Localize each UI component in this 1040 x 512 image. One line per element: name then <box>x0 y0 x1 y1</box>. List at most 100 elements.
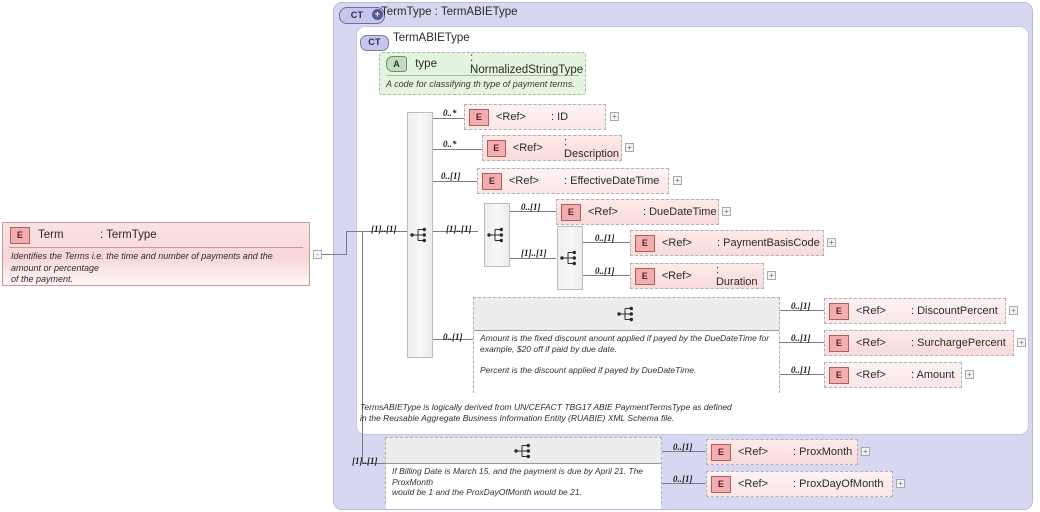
root-element-type: : TermType <box>100 229 157 241</box>
element-badge: E <box>561 203 581 221</box>
connector <box>433 231 478 232</box>
expand-icon-duedatetime[interactable]: + <box>722 207 731 216</box>
cardinality-duedatetime: 0..[1] <box>521 202 541 212</box>
cardinality-paymentbasiscode: 0..[1] <box>595 233 615 243</box>
element-description[interactable]: E <Ref> : Description <box>482 135 622 161</box>
element-badge: E <box>829 366 849 384</box>
root-element-name: Term <box>38 229 64 241</box>
element-name: : EffectiveDateTime <box>564 175 660 187</box>
connector <box>780 374 824 375</box>
element-badge: E <box>482 172 502 190</box>
expand-icon-amount[interactable]: + <box>965 370 974 379</box>
sequence-compositor-main[interactable] <box>407 112 433 358</box>
element-proxdayofmonth[interactable]: E <Ref> : ProxDayOfMonth <box>706 471 893 497</box>
element-badge: E <box>829 334 849 352</box>
element-ref: <Ref> <box>856 305 886 317</box>
element-badge: E <box>711 443 731 461</box>
expand-icon-proxdayofmonth[interactable]: + <box>896 479 905 488</box>
connector <box>662 483 706 484</box>
attribute-badge: A <box>386 56 408 72</box>
expand-icon-effectivedatetime[interactable]: + <box>673 176 682 185</box>
element-name: : DiscountPercent <box>911 305 998 317</box>
expand-icon-duration[interactable]: + <box>767 271 776 280</box>
element-surchargepercent[interactable]: E <Ref> : SurchargePercent <box>824 330 1014 356</box>
attribute-type[interactable]: A type : NormalizedStringType A code for… <box>379 52 586 95</box>
connector <box>362 231 407 232</box>
connector <box>583 275 630 276</box>
cardinality-seq-date: [1]..[1] <box>446 224 472 234</box>
element-ref: <Ref> <box>738 446 768 458</box>
cardinality-seq-amount: 0..[1] <box>443 332 463 342</box>
element-duration[interactable]: E <Ref> : Duration <box>630 263 764 289</box>
attribute-type-label: : NormalizedStringType <box>470 52 584 76</box>
connector <box>346 231 347 255</box>
sequence-compositor-basis[interactable] <box>557 226 583 290</box>
sequence-compositor-prox[interactable]: If Billing Date is March 15, and the pay… <box>385 437 662 509</box>
ct-badge-label: CT <box>350 10 364 20</box>
collapse-icon-term[interactable]: - <box>313 250 322 259</box>
element-ref: <Ref> <box>662 237 692 249</box>
element-badge: E <box>829 302 849 320</box>
sequence-compositor-amount[interactable]: Amount is the fixed discount anount appl… <box>473 297 780 398</box>
element-badge: E <box>711 475 731 493</box>
expand-icon-paymentbasiscode[interactable]: + <box>827 238 836 247</box>
ct-badge[interactable]: CT <box>360 32 389 51</box>
element-amount[interactable]: E <Ref> : Amount <box>824 362 962 388</box>
cardinality-proxmonth: 0..[1] <box>673 442 693 452</box>
sequence-prox-doc: If Billing Date is March 15, and the pay… <box>386 463 661 509</box>
connector <box>433 118 464 119</box>
connector <box>362 231 363 463</box>
cardinality-id: 0..* <box>443 108 457 118</box>
expand-icon-description[interactable]: + <box>625 143 634 152</box>
cardinality-seq-main: [1]..[1] <box>371 224 397 234</box>
ct-badge-label: CT <box>360 34 389 51</box>
element-discountpercent[interactable]: E <Ref> : DiscountPercent <box>824 298 1006 324</box>
sequence-icon <box>560 250 576 266</box>
cardinality-duration: 0..[1] <box>595 266 615 276</box>
element-ref: <Ref> <box>512 142 543 154</box>
connector <box>346 231 362 232</box>
sequence-icon <box>616 306 633 322</box>
sequence-compositor-date[interactable] <box>484 203 510 267</box>
cardinality-description: 0..* <box>443 139 457 149</box>
cardinality-proxdayofmonth: 0..[1] <box>673 474 693 484</box>
sequence-icon <box>513 443 530 458</box>
expand-icon-id[interactable]: + <box>610 112 619 121</box>
sequence-icon <box>487 227 503 243</box>
element-name: : ProxMonth <box>793 446 853 458</box>
expand-icon-surchargepercent[interactable]: + <box>1017 338 1026 347</box>
cardinality-effectivedatetime: 0..[1] <box>441 171 461 181</box>
ct-plus-badge[interactable]: CT + <box>339 5 385 24</box>
element-name: : SurchargePercent <box>911 337 1006 349</box>
root-element-term[interactable]: E Term : TermType Identifies the Terms i… <box>2 222 310 286</box>
attribute-doc: A code for classifying th type of paymen… <box>386 79 575 89</box>
element-proxmonth[interactable]: E <Ref> : ProxMonth <box>706 439 858 465</box>
element-badge: E <box>635 234 655 252</box>
connector <box>662 451 706 452</box>
connector <box>433 339 473 340</box>
expand-icon-discountpercent[interactable]: + <box>1009 306 1018 315</box>
element-name: : ProxDayOfMonth <box>793 478 884 490</box>
connector <box>322 254 346 255</box>
connector <box>583 242 630 243</box>
element-effectivedatetime[interactable]: E <Ref> : EffectiveDateTime <box>477 168 669 194</box>
element-paymentbasiscode[interactable]: E <Ref> : PaymentBasisCode <box>630 230 824 256</box>
element-name: : ID <box>551 111 569 123</box>
element-name: : Amount <box>911 369 955 381</box>
element-duedatetime[interactable]: E <Ref> : DueDateTime <box>556 199 719 225</box>
element-name: : PaymentBasisCode <box>717 237 820 249</box>
element-ref: <Ref> <box>738 478 768 490</box>
cardinality-seq-basis: [1]..[1] <box>521 248 547 258</box>
connector <box>510 211 556 212</box>
element-ref: <Ref> <box>588 206 618 218</box>
expand-icon-proxmonth[interactable]: + <box>861 447 870 456</box>
connector <box>362 463 385 464</box>
plus-icon[interactable]: + <box>372 9 383 20</box>
connector <box>510 258 556 259</box>
element-badge: E <box>487 139 506 157</box>
element-badge: E <box>469 108 489 126</box>
element-name: : Duration <box>715 264 758 288</box>
element-ref: <Ref> <box>496 111 526 123</box>
element-id[interactable]: E <Ref> : ID <box>464 104 606 130</box>
root-element-doc: Identifies the Terms i.e. the time and n… <box>11 251 273 285</box>
